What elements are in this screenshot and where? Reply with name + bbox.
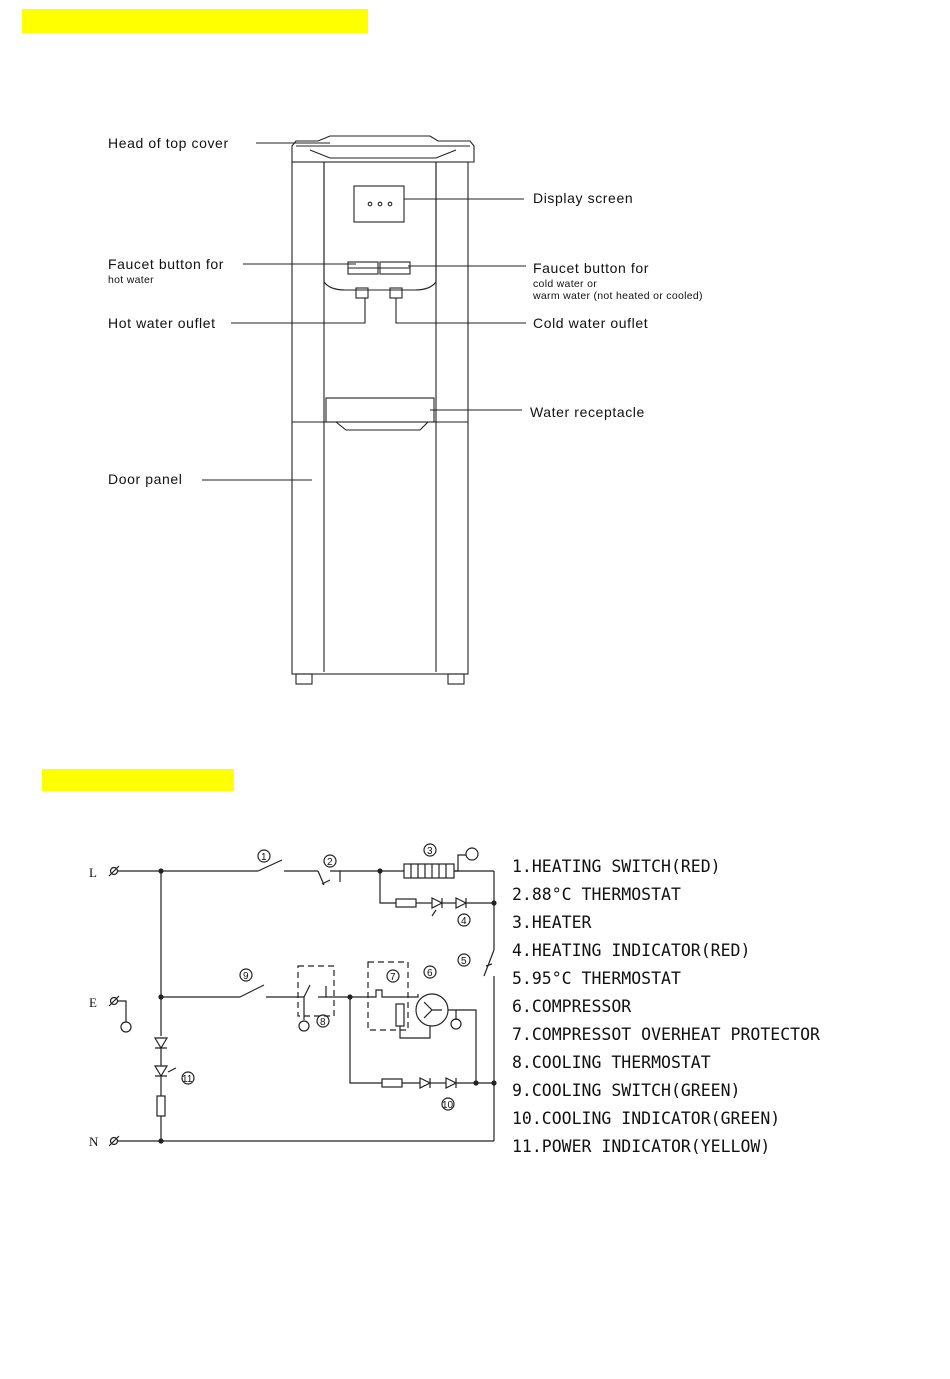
label-head-of-top-cover: Head of top cover	[108, 135, 229, 151]
legend-item: 10.COOLING INDICATOR(GREEN)	[512, 1109, 781, 1128]
power-indicator-led	[153, 1065, 169, 1078]
cooling-indicator-led	[419, 1077, 432, 1089]
label-water-receptacle: Water receptacle	[530, 404, 645, 420]
component-number-11: 11	[182, 1074, 193, 1085]
legend-item: 6.COMPRESSOR	[512, 997, 632, 1016]
terminal-n-label: N	[89, 1134, 99, 1149]
label-faucet-hot-sub: hot water	[108, 274, 154, 286]
label-cold-water-outlet: Cold water ouflet	[533, 315, 649, 331]
label-display-screen: Display screen	[533, 190, 634, 206]
legend-item: 8.COOLING THERMOSTAT	[512, 1053, 711, 1072]
legend-item: 1.HEATING SWITCH(RED)	[512, 857, 721, 876]
legend-item: 11.POWER INDICATOR(YELLOW)	[512, 1137, 771, 1156]
hot-water-outlet	[355, 287, 369, 299]
component-number-2: 2	[327, 857, 333, 868]
label-faucet-cold-sub2: warm water (not heated or cooled)	[533, 290, 703, 302]
component-number-10: 10	[442, 1100, 454, 1111]
cooling-switch	[239, 984, 265, 998]
power-indicator-resistor	[156, 1095, 166, 1117]
component-number-1: 1	[261, 852, 267, 863]
legend-item: 5.95°C THERMOSTAT	[512, 969, 681, 988]
component-number-8: 8	[320, 1017, 326, 1028]
heating-indicator-led	[431, 897, 444, 909]
thermostat-95c	[483, 949, 495, 977]
display-screen	[353, 185, 405, 223]
terminal-e-label: E	[89, 995, 97, 1010]
heating-switch	[257, 859, 283, 872]
label-faucet-cold-sub1: cold water or	[533, 278, 598, 290]
thermostat-88c	[317, 870, 341, 886]
legend-item: 4.HEATING INDICATOR(RED)	[512, 941, 751, 960]
component-number-3: 3	[427, 846, 433, 857]
cooling-thermostat	[303, 984, 327, 998]
component-number-9: 9	[243, 971, 249, 982]
label-door-panel: Door panel	[108, 471, 183, 487]
component-number-4: 4	[461, 916, 467, 927]
cabinet-body	[291, 161, 469, 675]
terminal-l-label: L	[89, 865, 97, 880]
legend-item: 9.COOLING SWITCH(GREEN)	[512, 1081, 741, 1100]
component-number-6: 6	[427, 968, 433, 979]
legend-item: 7.COMPRESSOT OVERHEAT PROTECTOR	[512, 1025, 820, 1044]
legend-item: 2.88°C THERMOSTAT	[512, 885, 681, 904]
label-faucet-cold: Faucet button for	[533, 260, 650, 276]
legend-item: 3.HEATER	[512, 913, 592, 932]
power-indicator-diode	[153, 1037, 169, 1050]
component-number-5: 5	[461, 956, 467, 967]
water-dispenser-diagram	[202, 135, 526, 685]
label-hot-water-outlet: Hot water ouflet	[108, 315, 216, 331]
overheat-protector	[370, 989, 400, 998]
component-number-7: 7	[390, 972, 396, 983]
section-highlight-2	[42, 769, 234, 791]
circuit-legend: 1.HEATING SWITCH(RED) 2.88°C THERMOSTAT …	[512, 853, 820, 1161]
label-faucet-hot: Faucet button for	[108, 256, 225, 272]
section-highlight-1	[22, 9, 368, 33]
